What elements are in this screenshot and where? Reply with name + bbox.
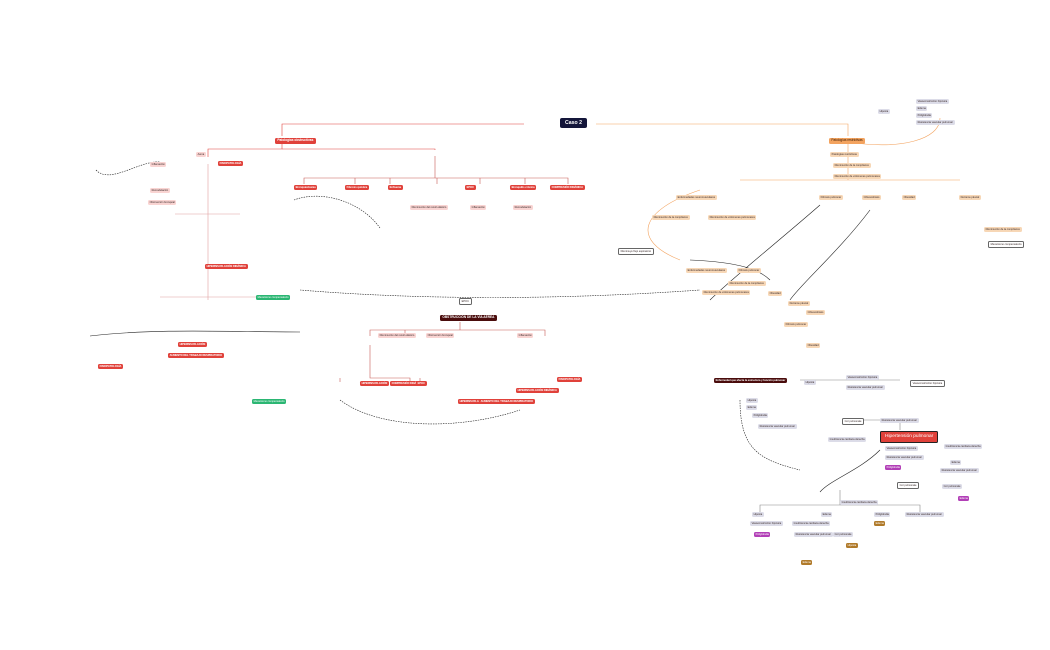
aumento-node-b[interactable]: AUMENTO DEL TRABAJO RESPIRATORIO	[479, 399, 535, 404]
compliance-obst-node[interactable]: Disminución del recoil elástico	[378, 333, 416, 338]
fibrosis-3-node[interactable]: Fibrosis pulmonar	[784, 322, 808, 327]
brown-node-2[interactable]: Hipoxia	[846, 543, 858, 548]
obesidad-3-node[interactable]: Obesidad	[806, 343, 821, 348]
cor-pulmonale-2-box[interactable]: Cor pulmonale	[897, 482, 920, 489]
edema-list-2[interactable]: Edema	[746, 405, 758, 410]
compresion-node[interactable]: COMPRESIÓN DINÁMICA	[550, 185, 585, 190]
bottom-list-7[interactable]: Resistencia vascular pulmonar	[794, 532, 833, 537]
fisiopatologia-node[interactable]: FISIOPATOLOGÍA	[218, 161, 243, 166]
purple-node-1[interactable]: Poliglobulia	[885, 465, 902, 470]
inflamacion-3-node[interactable]: Inflamación	[517, 333, 534, 338]
obesidad-node[interactable]: Obesidad	[902, 195, 917, 200]
hiperinsuflacion-left-node[interactable]: HIPERINSUFLACIÓN	[178, 342, 207, 347]
neuromusc-2-node[interactable]: Enfermedades neuromusculares	[686, 268, 727, 273]
enfermedad-node[interactable]: Enfermedad que afecta la estructura y fu…	[714, 378, 787, 383]
hipoxia-list-1[interactable]: Hipoxia	[746, 398, 758, 403]
bottom-list-5[interactable]: Vasoconstricción hipóxica	[750, 521, 783, 526]
volumenes-3-node[interactable]: Disminución de volúmenes pulmonares	[702, 290, 751, 295]
bottom-list-3[interactable]: Poliglobulia	[874, 512, 891, 517]
hipert-list-1[interactable]: Vasoconstricción hipóxica	[885, 446, 918, 451]
hipert-list-2[interactable]: Resistencia vascular pulmonar	[885, 455, 924, 460]
top-right-item-4[interactable]: Poliglobulia	[916, 113, 933, 118]
bottom-list-1[interactable]: Hipoxia	[752, 512, 764, 517]
volumenes-node[interactable]: Disminución de volúmenes pulmonares	[833, 174, 882, 179]
remodelacion-2-node[interactable]: Remodelación	[513, 205, 533, 210]
brown-node-1[interactable]: Edema	[874, 521, 886, 526]
compliance-node[interactable]: Disminución de la compliance	[833, 163, 871, 168]
top-right-item-3[interactable]: Edema	[916, 106, 928, 111]
inflamacion-node[interactable]: Inflamación	[150, 162, 167, 167]
cor-pulmonale-box[interactable]: Cor pulmonale	[842, 418, 865, 425]
insuficiencia-2-node[interactable]: Insuficiencia cardíaca derecha	[840, 500, 879, 505]
enfisema-node[interactable]: Enfisema	[388, 185, 403, 190]
aumento-trabajo-node[interactable]: AUMENTO DEL TRABAJO RESPIRATORIO	[168, 353, 224, 358]
right-list-3[interactable]: Resistencia vascular pulmonar	[940, 468, 979, 473]
dinamica-node-b[interactable]: HIPERINSUFLACIÓN DINÁMICA	[516, 388, 559, 393]
fisiopatologia-2-node[interactable]: FISIOPATOLOGÍA	[98, 364, 123, 369]
green-result-node[interactable]: Mecanismo compensatorio	[256, 295, 291, 300]
restrictive-branch-node[interactable]: Patologías restrictivas	[829, 138, 865, 144]
epoc-2-node[interactable]: EPOC	[416, 381, 427, 386]
compliance-4-node[interactable]: Disminución de la compliance	[728, 281, 766, 286]
recoil-node[interactable]: Disminución del recoil elástico	[410, 205, 448, 210]
epoc-node[interactable]: EPOC	[465, 185, 476, 190]
hipertension-pulmonar-node[interactable]: Hipertensión pulmonar	[880, 431, 939, 443]
hipoxia-node[interactable]: Hipoxia	[804, 380, 816, 385]
restrictive-legend-box: Mecanismo compensatorio	[988, 241, 1025, 248]
bronquiectasias-node[interactable]: Bronquiectasias	[294, 185, 318, 190]
bronquitis-node[interactable]: Bronquitis crónica	[510, 185, 537, 190]
restrictivas-intro-node[interactable]: Patologías restrictivas	[830, 152, 859, 157]
cifo-2-node[interactable]: Cifoescoliosis	[806, 310, 826, 315]
derrame-node[interactable]: Derrame pleural	[959, 195, 981, 200]
vasoconstriccion-box[interactable]: Vasoconstricción hipóxica	[910, 380, 945, 387]
resistencia-2-node[interactable]: Resistencia vascular pulmonar	[880, 418, 919, 423]
bottom-list-2[interactable]: Edema	[821, 512, 833, 517]
obesidad-2-node[interactable]: Obesidad	[768, 291, 783, 296]
derrame-2-node[interactable]: Derrame pleural	[788, 301, 810, 306]
right-list-1[interactable]: Insuficiencia cardíaca derecha	[944, 444, 983, 449]
fibrosis-2-node[interactable]: Fibrosis pulmonar	[737, 268, 761, 273]
top-right-item-5[interactable]: Resistencia vascular pulmonar	[916, 120, 955, 125]
inflamacion-2-node[interactable]: Inflamación	[470, 205, 487, 210]
bottom-list-6[interactable]: Insuficiencia cardíaca derecha	[792, 521, 831, 526]
bottom-list-4[interactable]: Resistencia vascular pulmonar	[905, 512, 944, 517]
compresion-2-node[interactable]: COMPRESIÓN DINÁMICA	[390, 381, 425, 386]
resistencia-list-4[interactable]: Resistencia vascular pulmonar	[758, 424, 797, 429]
hiperinsuflacion-node-a[interactable]: HIPERINSUFLACIÓN	[360, 381, 389, 386]
asma-node[interactable]: Asma	[196, 152, 206, 157]
vasoconstriccion-node[interactable]: Vasoconstricción hipóxica	[846, 375, 879, 380]
resistencia-node[interactable]: Resistencia vascular pulmonar	[846, 385, 885, 390]
cifoescoliosis-node[interactable]: Cifoescoliosis	[862, 195, 882, 200]
neuromusc-node[interactable]: Enfermedades neuromusculares	[676, 195, 717, 200]
volumenes-2-node[interactable]: Disminución de volúmenes pulmonares	[708, 215, 757, 220]
fisiopatologia-node-c[interactable]: FISIOPATOLOGÍA	[557, 377, 582, 382]
remodelacion-node[interactable]: Remodelación	[150, 188, 170, 193]
purple-node-3[interactable]: Poliglobulia	[754, 532, 771, 537]
top-right-item-1[interactable]: Hipoxia	[878, 109, 890, 114]
dinamica-node[interactable]: HIPERINSUFLACIÓN DINÁMICA	[205, 264, 248, 269]
connector-label: EPOC	[459, 298, 472, 305]
green-bottom-node[interactable]: Mecanismo compensatorio	[252, 399, 287, 404]
obstruccion-bronquial-node[interactable]: Obstrucción bronquial	[148, 200, 177, 205]
poliglobulia-list-3[interactable]: Poliglobulia	[752, 413, 769, 418]
central-topic-node[interactable]: Caso 2	[560, 118, 588, 128]
purple-node-2[interactable]: Edema	[958, 496, 970, 501]
top-right-item-2[interactable]: Vasoconstricción hipóxica	[916, 99, 949, 104]
right-list-4[interactable]: Cor pulmonale	[942, 484, 963, 489]
fibrosis-node[interactable]: Fibrosis pulmonar	[819, 195, 843, 200]
right-list-2[interactable]: Edema	[950, 460, 962, 465]
fibrosis-quistica-node[interactable]: Fibrosis quística	[345, 185, 369, 190]
hiperinsuflacion-node-b[interactable]: HIPERINSUFLACIÓN	[458, 399, 487, 404]
compliance-3-node[interactable]: Disminución de la compliance	[984, 227, 1022, 232]
obstruccion-via-aerea-node[interactable]: OBSTRUCCIÓN DE LA VÍA AÉREA	[440, 315, 497, 321]
bottom-list-8[interactable]: Cor pulmonale	[833, 532, 854, 537]
compliance-2-node[interactable]: Disminución de la compliance	[652, 215, 690, 220]
obst-bronquial-2-node[interactable]: Obstrucción bronquial	[426, 333, 455, 338]
legend-box: Disminuye flujo espiratorio	[618, 248, 654, 255]
brown-node-3[interactable]: Edema	[801, 560, 813, 565]
insuficiencia-node[interactable]: Insuficiencia cardíaca derecha	[828, 437, 867, 442]
obstructive-branch-node[interactable]: Patologías obstructivas	[275, 138, 316, 144]
